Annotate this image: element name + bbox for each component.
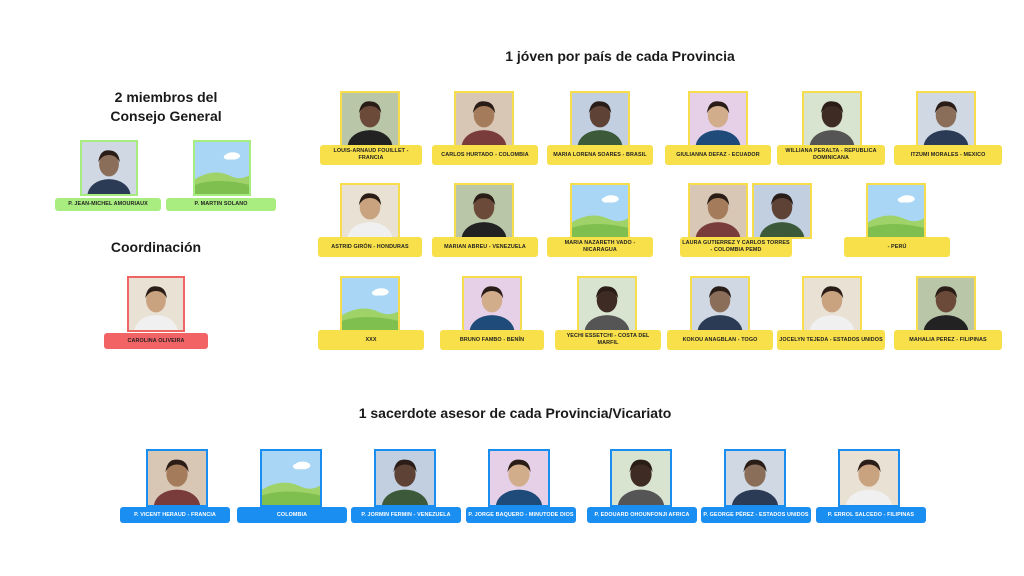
jovenes-name-label: GIULIANNA DEFAZ - ECUADOR [665, 145, 771, 165]
consejo-name-label: P. MARTIN SOLANO [166, 198, 276, 211]
member-photo [127, 276, 185, 332]
jovenes-name-label: MARIAN ABREU - VENEZUELA [432, 237, 538, 257]
jovenes-name-label: YECHI ESSETCHI - COSTA DEL MARFIL [555, 330, 661, 350]
member-photo [838, 449, 900, 507]
member-photo [690, 276, 750, 332]
member-photo [724, 449, 786, 507]
member-photo [916, 276, 976, 332]
sacerdotes-name-label: P. ERROL SALCEDO - FILIPINAS [816, 507, 926, 523]
member-photo [488, 449, 550, 507]
member-photo [752, 183, 812, 239]
placeholder-image [866, 183, 926, 239]
member-photo [454, 183, 514, 239]
jovenes-name-label: JOCELYN TEJEDA - ESTADOS UNIDOS [777, 330, 885, 350]
member-photo [916, 91, 976, 147]
sacerdotes-name-label: P. JORGE BAQUERO - MINUTODE DIOS [466, 507, 576, 523]
member-photo [570, 91, 630, 147]
jovenes-name-label: - PERÚ [844, 237, 950, 257]
jovenes-name-label: MAHALIA PEREZ - FILIPINAS [894, 330, 1002, 350]
member-photo [80, 140, 138, 196]
member-photo [340, 91, 400, 147]
coordinacion-name-label: CAROLINA OLIVEIRA [104, 333, 208, 349]
sacerdotes-name-label: P. EDOUARD OHOUNFONJI AFRICA [587, 507, 697, 523]
jovenes-name-label: KOKOU ANAGBLAN - TOGO [667, 330, 773, 350]
coordinacion-heading: Coordinación [110, 239, 202, 255]
jovenes-heading: 1 jóven por país de cada Provincia [505, 48, 735, 64]
placeholder-image [570, 183, 630, 239]
member-photo [454, 91, 514, 147]
sacerdotes-name-label: P. VICENT HERAUD - FRANCIA [120, 507, 230, 523]
sacerdotes-name-label: P. GEORGE PÉREZ - ESTADOS UNIDOS [701, 507, 811, 523]
member-photo [146, 449, 208, 507]
consejo-name-label: P. JEAN-MICHEL AMOURIAUX [55, 198, 161, 211]
member-photo [462, 276, 522, 332]
member-photo [374, 449, 436, 507]
jovenes-name-label: BRUNO FAMBO - BENÍN [440, 330, 544, 350]
sacerdotes-name-label: COLOMBIA [237, 507, 347, 523]
jovenes-name-label: LOUIS-ARNAUD FOUILLET - FRANCIA [320, 145, 422, 165]
member-photo [610, 449, 672, 507]
jovenes-name-label: CARLOS HURTADO - COLOMBIA [432, 145, 538, 165]
sacerdotes-heading: 1 sacerdote asesor de cada Provincia/Vic… [358, 405, 672, 421]
placeholder-image [260, 449, 322, 507]
placeholder-image [340, 276, 400, 332]
jovenes-name-label: MARIA NAZARETH VADO - NICARAGUA [547, 237, 653, 257]
member-photo [802, 276, 862, 332]
jovenes-name-label: XXX [318, 330, 424, 350]
jovenes-name-label: WILLIANA PERALTA - REPUBLICA DOMINICANA [777, 145, 885, 165]
consejo-heading: 2 miembros del Consejo General [110, 89, 222, 124]
jovenes-name-label: LAURA GUTIERREZ Y CARLOS TORRES - COLOMB… [680, 237, 792, 257]
jovenes-name-label: ITZUMI MORALES - MEXICO [894, 145, 1002, 165]
jovenes-name-label: MARIA LORENA SOARES - BRASIL [547, 145, 653, 165]
member-photo [688, 91, 748, 147]
placeholder-image [193, 140, 251, 196]
member-photo [688, 183, 748, 239]
member-photo [802, 91, 862, 147]
sacerdotes-name-label: P. JORMIN FERMIN - VENEZUELA [351, 507, 461, 523]
member-photo [340, 183, 400, 239]
jovenes-name-label: ASTRID GIRÓN - HONDURAS [318, 237, 422, 257]
member-photo [577, 276, 637, 332]
